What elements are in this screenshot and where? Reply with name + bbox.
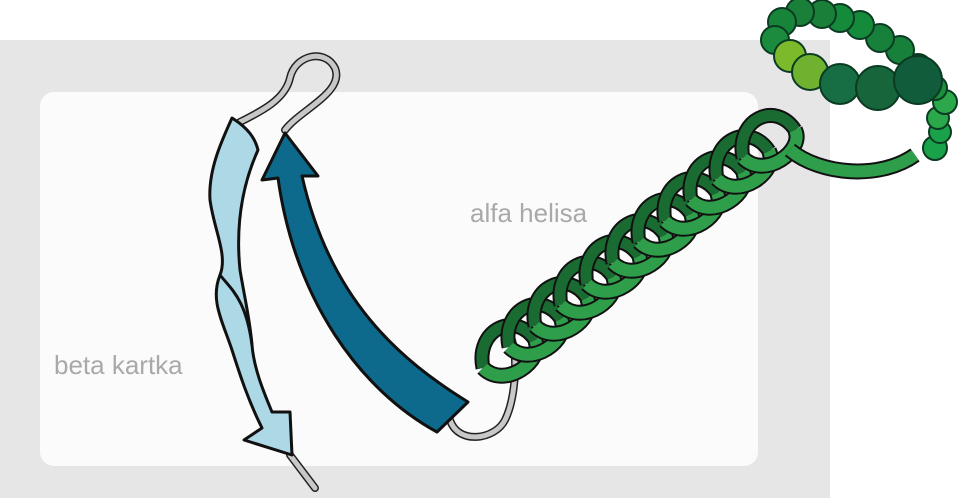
coil-bead [819,63,861,105]
helix-turn-back [632,194,696,244]
helix-turn-back [606,215,670,265]
label-beta-sheet: beta kartka [54,350,183,380]
helix-turn-back [658,173,722,223]
beta-strand-dark [260,131,470,434]
alpha-helix-coil [474,108,920,384]
coil-bead [855,65,901,111]
helix-tail [786,145,919,178]
helix-turn-back [684,152,748,202]
helix-turn-back [528,278,592,328]
helix-turn-back [502,299,566,349]
beta-strand-light-twist [218,274,254,346]
random-coil-beads [760,0,958,161]
helix-turn-back [554,257,618,307]
helix-turn-back [580,236,644,286]
loop-segments [236,52,520,492]
coil-bead [893,55,943,105]
helix-turn-back [736,110,800,160]
label-alpha-helix: alfa helisa [470,198,588,228]
helix-turn-back [710,131,774,181]
helix-turn-back [476,320,540,370]
inner-panel [40,92,758,466]
helix-turn-front [738,127,803,172]
beta-strand-light [208,116,294,457]
